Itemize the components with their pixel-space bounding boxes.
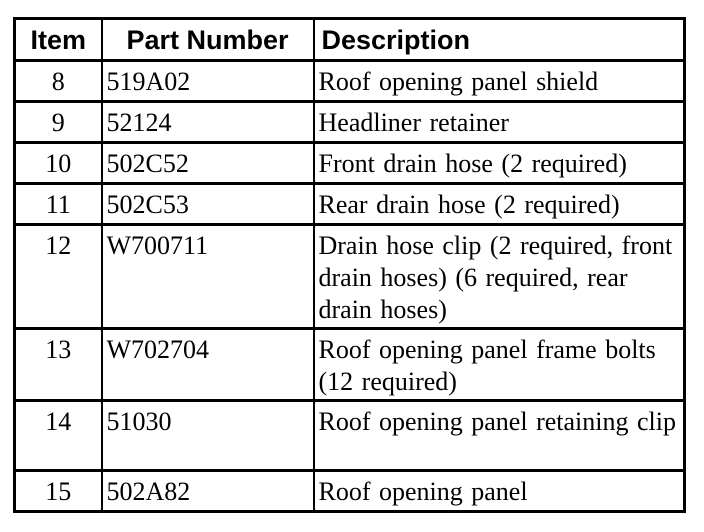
table-row: 11 502C53 Rear drain hose (2 required)	[13, 182, 686, 226]
part-number-cell: 519A02	[100, 59, 315, 103]
part-number-cell: W702704	[100, 327, 315, 402]
part-number-cell: 502C52	[100, 141, 315, 185]
part-number-cell: 502C53	[100, 182, 315, 226]
table-row: 12 W700711 Drain hose clip (2 required, …	[13, 223, 686, 330]
description-cell: Roof opening panel	[312, 469, 686, 513]
table-row: 10 502C52 Front drain hose (2 required)	[13, 141, 686, 185]
part-number-cell: W700711	[100, 223, 315, 330]
item-cell: 8	[13, 59, 103, 103]
item-cell: 12	[13, 223, 103, 330]
part-number-cell: 51030	[100, 399, 315, 472]
description-cell: Roof opening panel shield	[312, 59, 686, 103]
parts-table: Item Part Number Description 8 519A02 Ro…	[13, 17, 686, 513]
column-header-description: Description	[312, 17, 686, 62]
description-cell: Drain hose clip (2 required, front drain…	[312, 223, 686, 330]
description-cell: Front drain hose (2 required)	[312, 141, 686, 185]
column-header-part-number: Part Number	[100, 17, 315, 62]
description-cell: Roof opening panel retaining clip	[312, 399, 686, 472]
item-cell: 13	[13, 327, 103, 402]
item-cell: 14	[13, 399, 103, 472]
description-cell: Roof opening panel frame bolts (12 requi…	[312, 327, 686, 402]
column-header-item: Item	[13, 17, 103, 62]
table-row: 14 51030 Roof opening panel retaining cl…	[13, 399, 686, 472]
part-number-cell: 52124	[100, 100, 315, 144]
table-row: 9 52124 Headliner retainer	[13, 100, 686, 144]
item-cell: 9	[13, 100, 103, 144]
item-cell: 15	[13, 469, 103, 513]
table-header-row: Item Part Number Description	[13, 17, 686, 62]
description-cell: Rear drain hose (2 required)	[312, 182, 686, 226]
description-cell: Headliner retainer	[312, 100, 686, 144]
item-cell: 11	[13, 182, 103, 226]
table-row: 15 502A82 Roof opening panel	[13, 469, 686, 513]
part-number-cell: 502A82	[100, 469, 315, 513]
table-row: 13 W702704 Roof opening panel frame bolt…	[13, 327, 686, 402]
table-row: 8 519A02 Roof opening panel shield	[13, 59, 686, 103]
item-cell: 10	[13, 141, 103, 185]
